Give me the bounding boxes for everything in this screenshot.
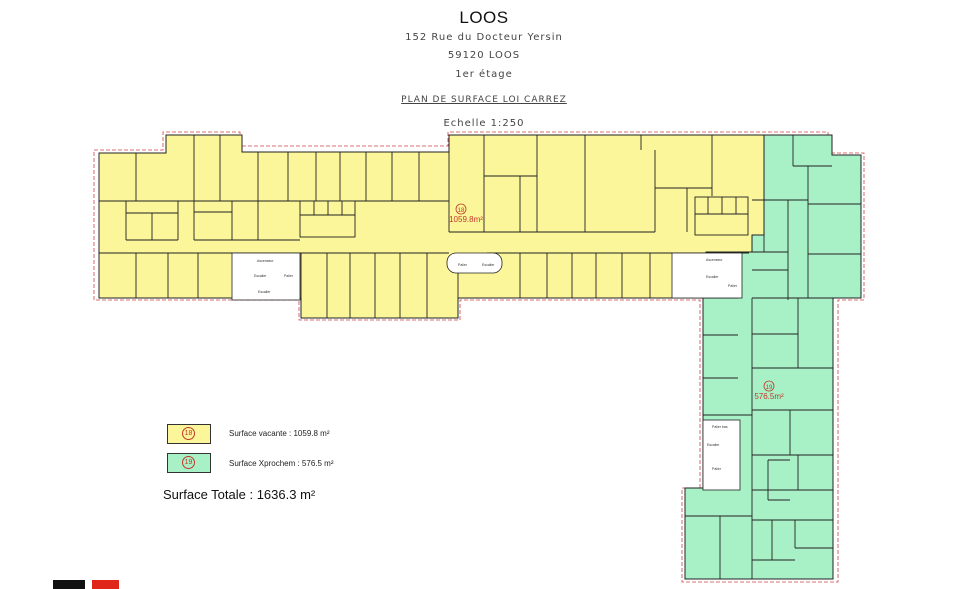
room-label-ascenseur-2: Ascenseur [706, 258, 723, 262]
core-south [702, 419, 741, 491]
room-label-palier-bas: Palier bas [712, 425, 728, 429]
zone-vacant-area [98, 134, 765, 319]
legend-number-vacant: 18 [182, 427, 195, 440]
footer-bar-red [92, 580, 119, 589]
city-line: 59120 LOOS [447, 50, 521, 61]
legend-number-xprochem: 19 [182, 456, 195, 469]
room-label-escalier-3: Escalier [482, 263, 495, 267]
plan-title-text: PLAN DE SURFACE LOI CARREZ [401, 95, 567, 105]
zone-19-number: 19 [766, 385, 773, 391]
room-labels: Ascenseur Escalier Palier Escalier Palie… [254, 258, 738, 471]
total-surface: Surface Totale : 1636.3 m² [163, 487, 316, 502]
room-label-ascenseur: Ascenseur [257, 259, 274, 263]
zone-18-marker [455, 203, 467, 215]
legend-label-vacant: Surface vacante : 1059.8 m² [229, 429, 330, 438]
address-line: 152 Rue du Docteur Yersin [405, 32, 563, 43]
legend-label-xprochem: Surface Xprochem : 576.5 m² [229, 459, 334, 468]
legend-swatch-vacant: 18 [167, 424, 211, 444]
zone-19-area: 576.5m² [754, 392, 784, 401]
legend-swatch-xprochem: 19 [167, 453, 211, 473]
building-boundary [93, 131, 865, 583]
room-label-escalier-5: Escalier [707, 443, 720, 447]
zone-19-marker [763, 380, 775, 392]
floor-line: 1er étage [455, 69, 513, 80]
room-label-escalier-2: Escalier [258, 290, 271, 294]
room-label-palier: Palier [284, 274, 294, 278]
core-east [671, 252, 743, 299]
scale-label: Echelle 1:250 [443, 118, 525, 129]
zone-18-area: 1059.8m² [449, 215, 483, 224]
plan-title: PLAN DE SURFACE LOI CARREZ [0, 95, 960, 105]
room-label-palier-3: Palier [728, 284, 738, 288]
room-label-escalier-4: Escalier [706, 275, 719, 279]
building-title: LOOS [459, 8, 509, 27]
room-label-escalier: Escalier [254, 274, 267, 278]
interior-walls [99, 135, 861, 579]
zone-18-number: 18 [458, 208, 465, 214]
core-west [231, 252, 301, 301]
core-center [446, 252, 503, 274]
room-label-palier-4: Palier [712, 467, 722, 471]
zone-markers: 18 1059.8m² 19 576.5m² [449, 203, 784, 401]
zone-vacant [98, 134, 765, 319]
service-cores [231, 252, 743, 491]
room-label-palier-2: Palier [458, 263, 468, 267]
footer-bar-black [53, 580, 85, 589]
